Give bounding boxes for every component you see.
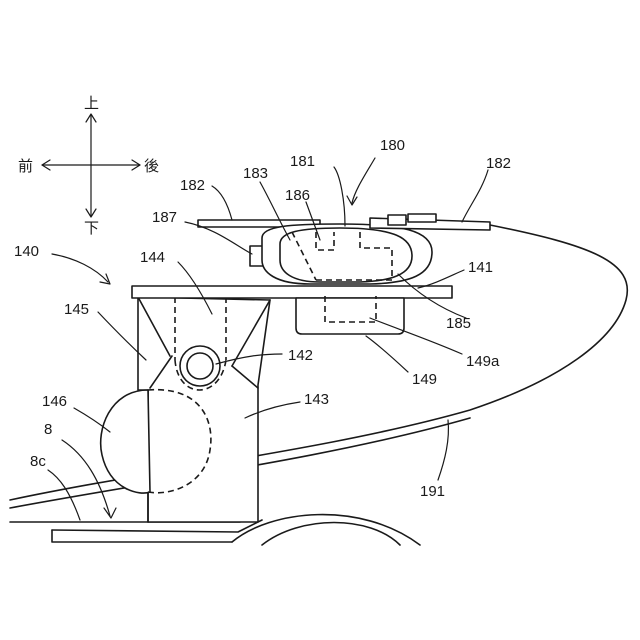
ref-191: 191	[420, 483, 445, 500]
ref-182-right: 182	[486, 155, 511, 172]
support-stand	[138, 297, 270, 522]
ref-8: 8	[44, 421, 52, 438]
ref-149a: 149a	[466, 353, 500, 370]
ref-149: 149	[412, 371, 437, 388]
ref-143: 143	[304, 391, 329, 408]
assembly-180	[198, 214, 490, 284]
ref-142: 142	[288, 347, 313, 364]
ref-183: 183	[243, 165, 268, 182]
ref-181: 181	[290, 153, 315, 170]
direction-front-label: 前	[18, 157, 33, 175]
direction-indicator: 上 下 前 後	[18, 94, 159, 237]
ref-145: 145	[64, 301, 89, 318]
housing-149	[296, 298, 404, 334]
ref-182-left: 182	[180, 177, 205, 194]
ref-8c: 8c	[30, 453, 46, 470]
pivot-142	[180, 346, 220, 386]
direction-rear-label: 後	[144, 157, 159, 175]
ref-185: 185	[446, 315, 471, 332]
direction-up-label: 上	[84, 94, 99, 112]
ref-141: 141	[468, 259, 493, 276]
ref-186: 186	[285, 187, 310, 204]
ref-140: 140	[14, 243, 39, 260]
plate-141	[132, 286, 452, 298]
ref-180: 180	[380, 137, 405, 154]
direction-down-label: 下	[84, 219, 99, 237]
ref-146: 146	[42, 393, 67, 410]
ref-144: 144	[140, 249, 165, 266]
ref-187: 187	[152, 209, 177, 226]
